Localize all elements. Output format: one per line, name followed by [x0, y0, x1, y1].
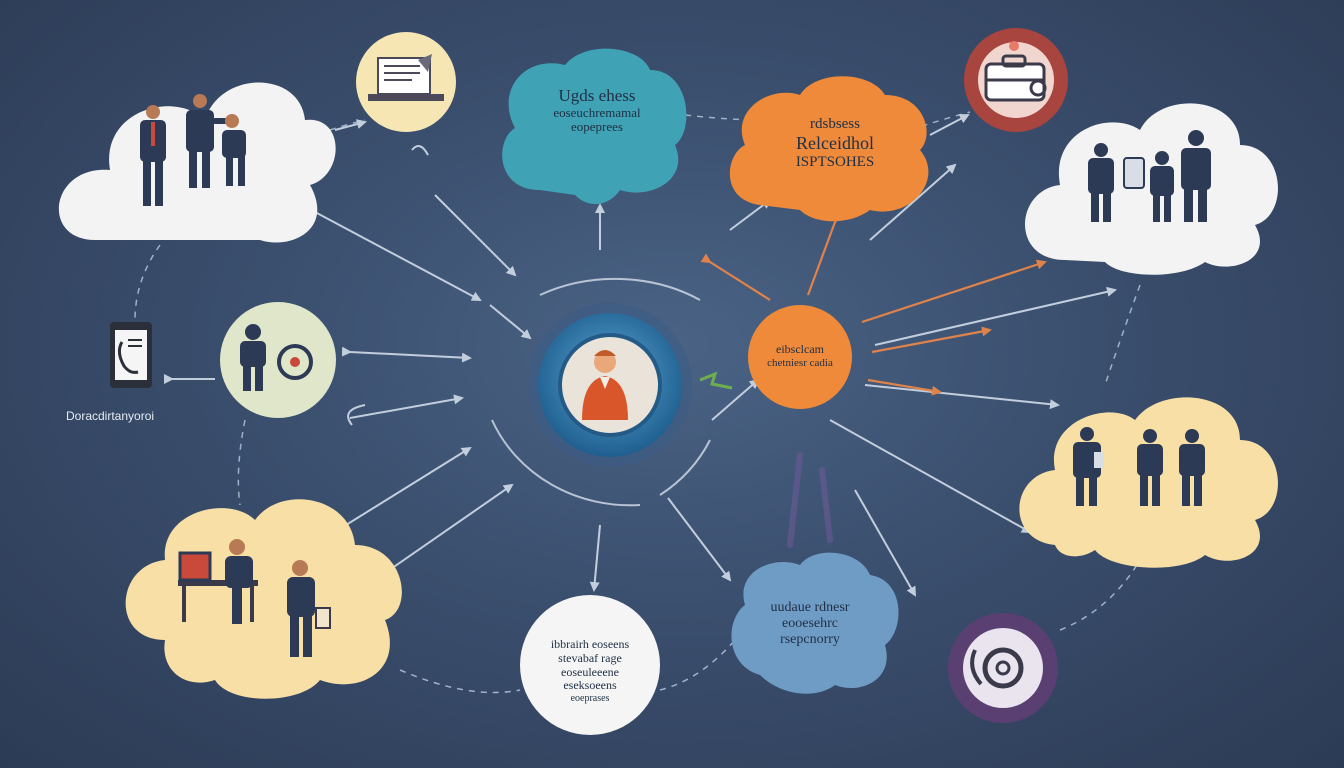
desk-icon: [178, 551, 258, 622]
purple-streaks: [787, 452, 833, 548]
white-circle-node: [520, 595, 660, 735]
businessman-icon: [140, 105, 166, 206]
person-icon: [240, 324, 266, 391]
phone-icon: [110, 322, 152, 388]
hub-orbit: [491, 277, 711, 507]
person-icon: [582, 350, 628, 420]
teal-bubble: [502, 48, 687, 205]
central-hub: [528, 303, 733, 467]
cloud-workers-bottom-left: [125, 499, 402, 699]
blue-bubble: [731, 552, 899, 694]
businessman-icon: [1181, 130, 1211, 222]
cloud-team-top-right: [1025, 103, 1278, 275]
businessman-icon: [287, 560, 331, 657]
orange-circle-node: [748, 305, 852, 409]
magnifier-icon: [970, 647, 1024, 689]
businessman-icon: [186, 94, 236, 188]
document-node: [356, 32, 456, 132]
businessman-icon: [222, 114, 246, 186]
document-icon: [368, 54, 444, 101]
gear-icon: [277, 344, 313, 380]
businessman-icon: [1179, 429, 1205, 506]
support-node: [220, 302, 336, 418]
orange-bubble: [729, 76, 929, 222]
phone-caption: Doracdirtanyoroi: [66, 409, 155, 423]
hub-arrows: [164, 114, 1117, 597]
briefcase-icon: [984, 41, 1047, 102]
businessman-icon: [1150, 151, 1174, 222]
businessman-icon: [1137, 429, 1163, 506]
cloud-team-top-left: [58, 82, 336, 243]
cloud-team-right: [1019, 397, 1278, 568]
businessman-icon: [225, 539, 253, 624]
magnifier-node: [948, 613, 1058, 723]
businessman-icon: [1073, 427, 1104, 506]
orange-arrows: [700, 212, 1047, 396]
briefcase-node: [964, 28, 1068, 132]
businessman-icon: [1088, 143, 1114, 222]
